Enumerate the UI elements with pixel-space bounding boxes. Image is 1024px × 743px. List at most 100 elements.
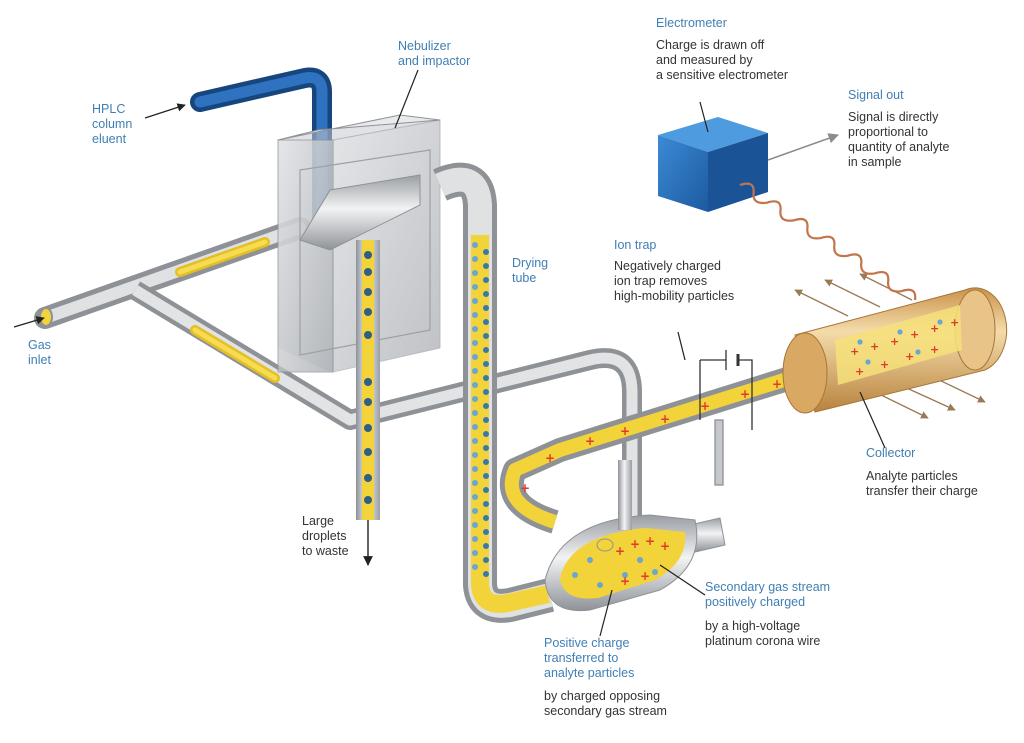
- particle-dot: [483, 249, 489, 255]
- positive-charge-mark: +: [660, 412, 670, 426]
- particle-dot: [472, 312, 478, 318]
- particle-dot: [483, 417, 489, 423]
- positive-charge-mark: +: [930, 322, 939, 335]
- particle-dot: [472, 298, 478, 304]
- collector-description: Analyte particles transfer their charge: [866, 469, 978, 498]
- signal-out-description: Signal is directly proportional to quant…: [848, 110, 950, 169]
- particle-dot: [472, 326, 478, 332]
- positive-charge-mark: +: [615, 544, 625, 558]
- secondary-gas-title: Secondary gas stream positively charged: [705, 580, 831, 609]
- particle-dot: [483, 403, 489, 409]
- particle-dot: [472, 494, 478, 500]
- particle-dot: [472, 396, 478, 402]
- positive-charge-description: by charged opposing secondary gas stream: [544, 689, 667, 718]
- positive-charge-mark: +: [620, 424, 630, 438]
- particle-dot: [472, 424, 478, 430]
- positive-charge-title: Positive charge transferred to analyte p…: [544, 636, 635, 680]
- positive-charge-mark: +: [620, 574, 630, 588]
- mixing-chamber: + + + + + +: [544, 460, 726, 612]
- particle-dot: [483, 515, 489, 521]
- particle-dot: [622, 572, 628, 578]
- particle-dot: [483, 473, 489, 479]
- particle-dot: [483, 557, 489, 563]
- positive-charge-mark: +: [640, 569, 650, 583]
- particle-dot: [483, 291, 489, 297]
- particle-dot: [937, 319, 943, 325]
- ion-trap: [699, 350, 753, 486]
- positive-charge-mark: +: [645, 534, 655, 548]
- collector-title: Collector: [866, 446, 916, 460]
- signal-out-title: Signal out: [848, 88, 904, 102]
- particle-dot: [597, 582, 603, 588]
- particle-dot: [472, 284, 478, 290]
- particle-dot: [483, 319, 489, 325]
- positive-charge-mark: +: [585, 434, 595, 448]
- ion-trap-description: Negatively charged ion trap removes high…: [614, 259, 735, 303]
- particle-dot: [472, 256, 478, 262]
- positive-charge-mark: +: [930, 343, 939, 356]
- electrometer-description: Charge is drawn off and measured by a se…: [656, 38, 789, 82]
- particle-dot: [483, 277, 489, 283]
- signal-arrow: [767, 133, 839, 161]
- drying-tube-label: Drying tube: [512, 256, 549, 285]
- particle-dot: [472, 410, 478, 416]
- positive-charge-mark: +: [740, 387, 750, 401]
- particle-dot: [865, 359, 871, 365]
- nebulizer-label: Nebulizer and impactor: [398, 39, 471, 68]
- particle-dot: [572, 572, 578, 578]
- positive-charge-mark: +: [890, 335, 899, 348]
- drying-tube: [433, 162, 555, 623]
- particle-dot: [897, 329, 903, 335]
- particle-dot: [472, 438, 478, 444]
- particle-dot: [587, 557, 593, 563]
- positive-charge-mark: +: [630, 537, 640, 551]
- positive-charge-mark: +: [870, 340, 879, 353]
- particle-dot: [472, 536, 478, 542]
- large-droplets-label: Large droplets to waste: [302, 514, 349, 558]
- leader-lines: [13, 69, 886, 637]
- particle-dot: [472, 368, 478, 374]
- particle-dot: [483, 543, 489, 549]
- positive-charge-mark: +: [855, 365, 864, 378]
- positive-charge-mark: +: [772, 377, 782, 391]
- particle-dot: [483, 263, 489, 269]
- collector: ++++++++++: [782, 273, 1008, 419]
- particle-dot: [472, 452, 478, 458]
- particle-dot: [483, 333, 489, 339]
- particle-dot: [472, 550, 478, 556]
- charged-particle-pipe: ++++++++: [499, 363, 804, 534]
- particle-dot: [483, 571, 489, 577]
- particle-dot: [483, 459, 489, 465]
- particle-dot: [857, 339, 863, 345]
- particle-dot: [472, 522, 478, 528]
- particle-dot: [483, 501, 489, 507]
- particle-dot: [915, 349, 921, 355]
- positive-charge-mark: +: [950, 316, 959, 329]
- hplc-label: HPLC column eluent: [92, 102, 133, 146]
- positive-charge-mark: +: [850, 345, 859, 358]
- particle-dot: [483, 361, 489, 367]
- particle-dot: [472, 382, 478, 388]
- particle-dot: [483, 305, 489, 311]
- ion-trap-title: Ion trap: [614, 238, 657, 252]
- positive-charge-mark: +: [660, 539, 670, 553]
- particle-dot: [483, 529, 489, 535]
- particle-dot: [483, 375, 489, 381]
- particle-dot: [472, 508, 478, 514]
- particle-dot: [472, 480, 478, 486]
- gas-inlet-label: Gas inlet: [28, 338, 51, 367]
- positive-charge-mark: +: [910, 328, 919, 341]
- electrometer-title: Electrometer: [656, 16, 727, 30]
- secondary-gas-description: by a high-voltage platinum corona wire: [705, 619, 821, 648]
- eluent-pipe: [190, 67, 332, 240]
- particle-dot: [472, 270, 478, 276]
- signal-wire: [739, 182, 917, 301]
- particle-dot: [483, 487, 489, 493]
- particle-dot: [652, 569, 658, 575]
- waste-drain-pipe: [356, 240, 380, 566]
- particle-dot: [637, 557, 643, 563]
- particle-dot: [472, 466, 478, 472]
- particle-dot: [472, 340, 478, 346]
- particle-dot: [472, 242, 478, 248]
